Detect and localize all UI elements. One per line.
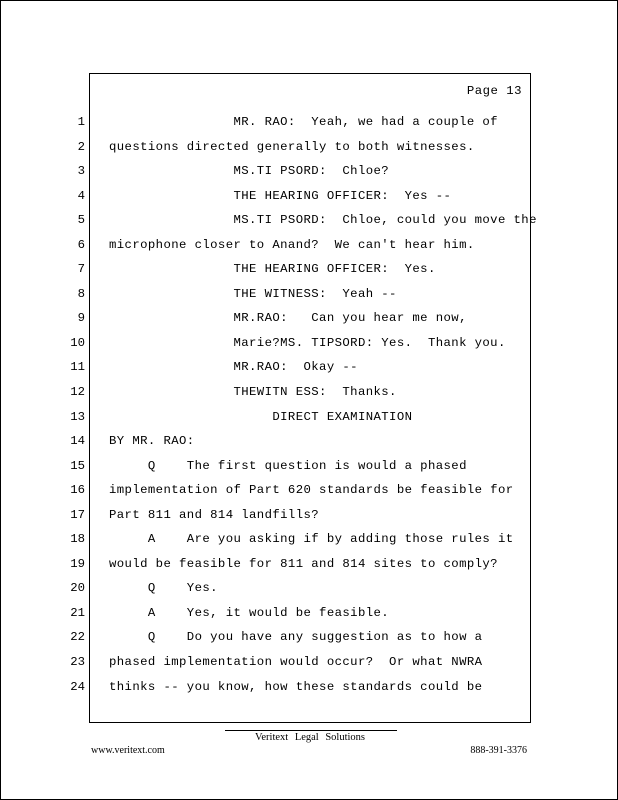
transcript-body: 1 MR. RAO: Yeah, we had a couple of 2 que… <box>67 110 567 699</box>
line-number: 7 <box>77 262 85 277</box>
footer-divider <box>225 730 397 731</box>
line-number: 17 <box>70 507 85 522</box>
line-number: 1 <box>77 115 85 129</box>
line-number: 14 <box>70 434 85 449</box>
transcript-line: 8 THE WITNESS: Yeah -- <box>67 282 567 307</box>
footer-company-name: Veritext Legal Solutions <box>254 732 366 743</box>
line-number: 18 <box>70 532 85 547</box>
page-border-frame: Page 13 <box>89 73 531 723</box>
footer-phone: 888-391-3376 <box>470 745 527 756</box>
transcript-line: 1 MR. RAO: Yeah, we had a couple of <box>67 110 567 135</box>
transcript-line: 16 implementation of Part 620 standards b… <box>67 478 567 503</box>
line-text: MR. RAO: Yeah, we had a couple of <box>109 115 498 129</box>
line-text: phased implementation would occur? Or wh… <box>109 655 483 670</box>
line-number: 23 <box>70 655 85 670</box>
page-number-label: Page 13 <box>466 84 522 98</box>
line-text: questions directed generally to both wit… <box>109 139 475 154</box>
transcript-line: 3 MS.TI PSORD: Chloe? <box>67 159 567 184</box>
transcript-line: 10 Marie?MS. TIPSORD: Yes. Thank you. <box>67 331 567 356</box>
line-number: 3 <box>77 164 85 179</box>
transcript-line: 11 MR.RAO: Okay -- <box>67 355 567 380</box>
transcript-line: 4 THE HEARING OFFICER: Yes -- <box>67 184 567 209</box>
line-text: Q Do you have any suggestion as to how a <box>109 630 483 645</box>
transcript-line: 5 MS.TI PSORD: Chloe, could you move the <box>67 208 567 233</box>
line-number: 10 <box>70 335 85 350</box>
footer-website: www.veritext.com <box>91 745 165 756</box>
transcript-line: 15 Q The first question is would a phase… <box>67 454 567 479</box>
line-text: THE HEARING OFFICER: Yes. <box>109 262 436 277</box>
line-text: Q The first question is would a phased <box>109 458 467 473</box>
line-number: 8 <box>77 286 85 301</box>
line-number: 12 <box>70 385 85 400</box>
line-number: 16 <box>70 483 85 498</box>
transcript-line: 23 phased implementation would occur? Or … <box>67 650 567 675</box>
transcript-line: 17 Part 811 and 814 landfills? <box>67 503 567 528</box>
line-text: Marie?MS. TIPSORD: Yes. Thank you. <box>109 335 506 350</box>
line-number: 11 <box>70 360 85 375</box>
transcript-line: 22 Q Do you have any suggestion as to ho… <box>67 625 567 650</box>
line-text: MS.TI PSORD: Chloe? <box>109 164 390 179</box>
line-text: THE WITNESS: Yeah -- <box>109 286 397 301</box>
line-text: A Are you asking if by adding those rule… <box>109 532 514 547</box>
transcript-line: 18 A Are you asking if by adding those r… <box>67 527 567 552</box>
line-number: 13 <box>70 409 85 424</box>
transcript-line: 7 THE HEARING OFFICER: Yes. <box>67 257 567 282</box>
transcript-line: 19 would be feasible for 811 and 814 site… <box>67 552 567 577</box>
line-number: 4 <box>77 188 85 203</box>
line-number: 2 <box>77 139 85 154</box>
line-text: thinks -- you know, how these standards … <box>109 679 483 694</box>
transcript-line: 14 BY MR. RAO: <box>67 429 567 454</box>
line-text: MR.RAO: Okay -- <box>109 360 358 375</box>
line-number: 5 <box>77 213 85 228</box>
line-text: BY MR. RAO: <box>109 434 195 449</box>
transcript-line: 21 A Yes, it would be feasible. <box>67 601 567 626</box>
transcript-line: 12 THEWITN ESS: Thanks. <box>67 380 567 405</box>
transcript-line: 24 thinks -- you know, how these standard… <box>67 675 567 700</box>
line-text: MS.TI PSORD: Chloe, could you move the <box>109 213 537 228</box>
transcript-line: 6 microphone closer to Anand? We can't he… <box>67 233 567 258</box>
line-text: THEWITN ESS: Thanks. <box>109 385 397 400</box>
line-text: THE HEARING OFFICER: Yes -- <box>109 188 452 203</box>
line-number: 22 <box>70 630 85 645</box>
line-number: 21 <box>70 605 85 620</box>
line-number: 6 <box>77 237 85 252</box>
transcript-line: 20 Q Yes. <box>67 576 567 601</box>
line-text: implementation of Part 620 standards be … <box>109 483 514 498</box>
line-text: microphone closer to Anand? We can't hea… <box>109 237 475 252</box>
line-number: 19 <box>70 556 85 571</box>
line-text: Q Yes. <box>109 581 218 596</box>
line-text: A Yes, it would be feasible. <box>109 605 390 620</box>
line-text: would be feasible for 811 and 814 sites … <box>109 556 498 571</box>
transcript-line: 2 questions directed generally to both wi… <box>67 135 567 160</box>
line-number: 20 <box>70 581 85 596</box>
line-text: MR.RAO: Can you hear me now, <box>109 311 467 326</box>
transcript-line: 9 MR.RAO: Can you hear me now, <box>67 306 567 331</box>
line-number: 15 <box>70 458 85 473</box>
line-text: Part 811 and 814 landfills? <box>109 507 320 522</box>
line-text: DIRECT EXAMINATION <box>109 409 413 424</box>
line-number: 9 <box>77 311 85 326</box>
line-number: 24 <box>70 679 85 694</box>
transcript-line: 13 DIRECT EXAMINATION <box>67 405 567 430</box>
